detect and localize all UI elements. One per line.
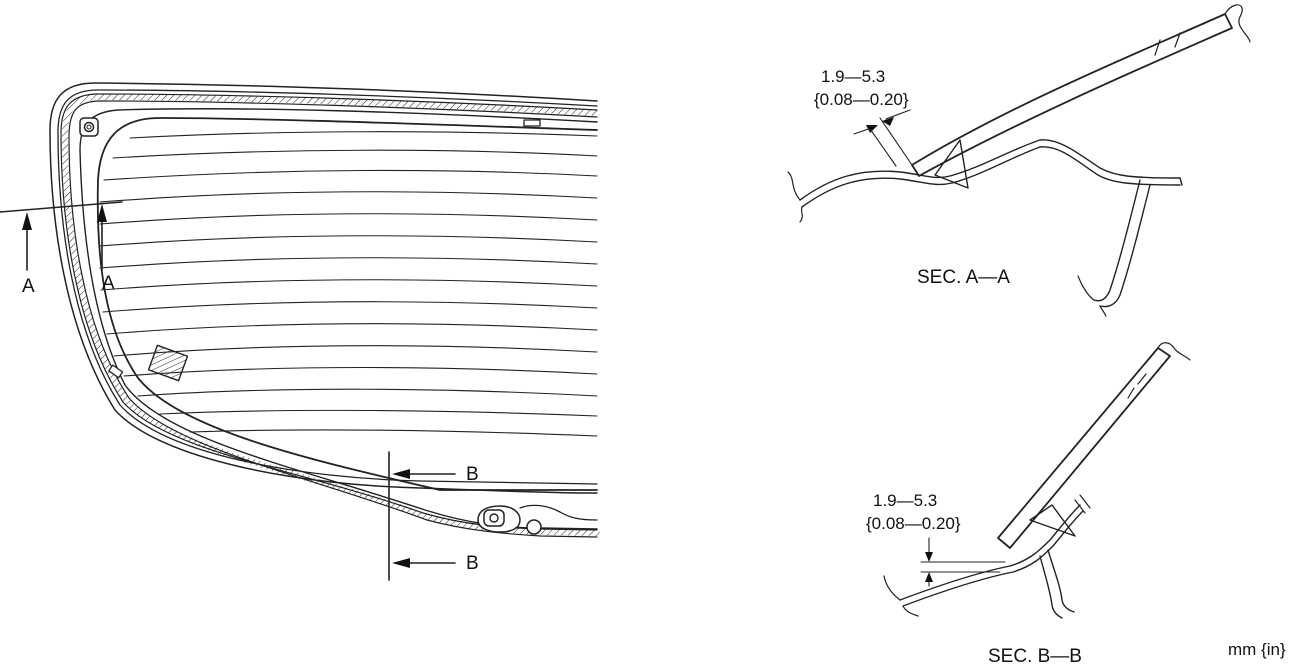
units-note: mm {in} <box>1228 640 1286 659</box>
dimension-a-in: {0.08—0.20} <box>814 90 909 109</box>
dimension-b-mm: 1.9—5.3 <box>873 491 938 510</box>
body-panel-b <box>899 504 1081 601</box>
hatched-pad <box>147 344 189 382</box>
cut-b-marker-bottom: B <box>466 553 479 574</box>
defroster-boundary <box>96 117 598 491</box>
defroster-grid <box>99 131 598 437</box>
corner-fastener-icon <box>79 117 99 137</box>
cut-a-marker-right: A <box>102 273 115 294</box>
body-flange-line <box>57 89 598 485</box>
urethane-a <box>934 139 969 189</box>
glass-panel-a <box>911 13 1233 177</box>
section-a-title: SEC. A—A <box>917 267 1010 288</box>
rear-window-overview <box>0 82 600 581</box>
body-opening-outline <box>49 82 598 494</box>
urethane-b <box>1029 504 1076 537</box>
glass-panel-b <box>997 347 1171 549</box>
cut-a-marker-left: A <box>22 276 35 297</box>
urethane-bead-edge-inner <box>68 100 598 538</box>
section-b-b-drawing <box>883 342 1191 619</box>
urethane-bead-edge <box>60 93 598 531</box>
urethane-bead <box>62 94 600 536</box>
body-panel-a <box>799 139 1181 201</box>
clip-top <box>523 119 541 127</box>
clip-left <box>108 364 124 379</box>
section-b-title: SEC. B—B <box>988 646 1082 667</box>
cut-line-a <box>0 201 123 213</box>
glass-edge <box>79 108 598 530</box>
bottom-fasteners <box>477 504 598 535</box>
dimension-a-mm: 1.9—5.3 <box>821 67 886 86</box>
section-a-a-drawing <box>787 4 1251 317</box>
cut-b-marker-top: B <box>466 464 479 485</box>
dimension-b-in: {0.08—0.20} <box>866 514 961 533</box>
